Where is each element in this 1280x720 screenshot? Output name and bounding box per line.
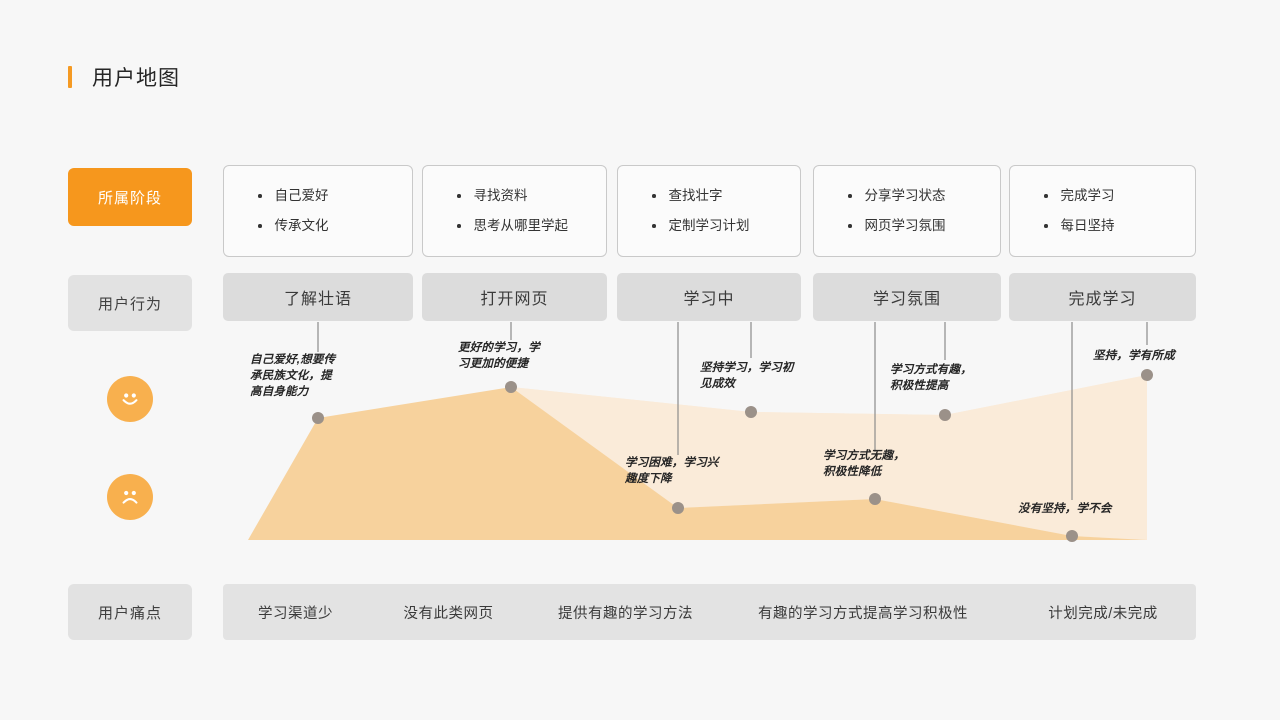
bullet-icon [457,194,461,198]
bullet-icon [848,194,852,198]
bullet-icon [1044,224,1048,228]
stage-item-label: 寻找资料 [473,188,528,203]
action-box-2[interactable]: 打开网页 [422,273,607,321]
stage-item: 定制学习计划 [652,211,800,241]
sad-face-icon [107,474,153,520]
stage-item-label: 传承文化 [274,218,329,233]
stage-item: 完成学习 [1044,181,1195,211]
stage-box-3[interactable]: 查找壮字 定制学习计划 [617,165,801,257]
stage-item-label: 定制学习计划 [668,218,750,233]
stage-box-5[interactable]: 完成学习 每日坚持 [1009,165,1196,257]
annotation-positive-5: 坚持，学有所成 [1093,350,1175,362]
stage-item: 自己爱好 [258,181,412,211]
action-box-4[interactable]: 学习氛围 [813,273,1001,321]
action-box-3[interactable]: 学习中 [617,273,801,321]
pain-point-bar: 学习渠道少 没有此类网页 提供有趣的学习方法 有趣的学习方式提高学习积极性 计划… [223,584,1196,640]
bullet-icon [1044,194,1048,198]
stage-box-4[interactable]: 分享学习状态 网页学习氛围 [813,165,1001,257]
bullet-icon [848,224,852,228]
pain-item-2[interactable]: 没有此类网页 [403,605,494,622]
action-box-5[interactable]: 完成学习 [1009,273,1196,321]
stage-item-label: 完成学习 [1060,188,1115,203]
action-box-1[interactable]: 了解壮语 [223,273,413,321]
pain-item-1[interactable]: 学习渠道少 [258,605,333,622]
smiley-face-icon [107,376,153,422]
pain-item-3[interactable]: 提供有趣的学习方法 [558,605,693,622]
stage-item: 查找壮字 [652,181,800,211]
annotation-positive-1: 自己爱好,想要传 承民族文化，提 高自身能力 [250,354,336,398]
stage-item: 网页学习氛围 [848,211,1000,241]
stage-item: 传承文化 [258,211,412,241]
page-title: 用户地图 [92,67,180,90]
stage-item-label: 每日坚持 [1060,218,1115,233]
annotation-negative-2: 学习方式无趣， 积极性降低 [823,450,905,478]
stage-item-label: 分享学习状态 [864,188,946,203]
stage-item: 分享学习状态 [848,181,1000,211]
bullet-icon [258,194,262,198]
stage-item: 思考从哪里学起 [457,211,606,241]
row-label-stage[interactable]: 所属阶段 [68,168,192,226]
pain-item-4[interactable]: 有趣的学习方式提高学习积极性 [758,605,968,622]
annotation-positive-2: 更好的学习，学 习更加的便捷 [458,342,540,370]
stage-item-label: 自己爱好 [274,188,329,203]
stage-item: 寻找资料 [457,181,606,211]
title-accent-bar [68,66,72,88]
stage-item-label: 查找壮字 [668,188,723,203]
annotation-negative-1: 学习困难，学习兴 趣度下降 [625,457,719,485]
annotation-positive-3: 坚持学习，学习初 见成效 [700,362,794,390]
bullet-icon [258,224,262,228]
annotation-positive-4: 学习方式有趣， 积极性提高 [890,364,972,392]
bullet-icon [457,224,461,228]
row-label-action[interactable]: 用户行为 [68,275,192,331]
annotation-negative-3: 没有坚持，学不会 [1018,503,1112,515]
row-label-pain[interactable]: 用户痛点 [68,584,192,640]
bullet-icon [652,194,656,198]
stage-box-2[interactable]: 寻找资料 思考从哪里学起 [422,165,607,257]
page-header: 用户地图 [68,62,180,92]
pain-item-5[interactable]: 计划完成/未完成 [1048,605,1158,622]
stage-item-label: 网页学习氛围 [864,218,946,233]
stage-item: 每日坚持 [1044,211,1195,241]
stage-box-1[interactable]: 自己爱好 传承文化 [223,165,413,257]
stage-item-label: 思考从哪里学起 [473,218,569,233]
bullet-icon [652,224,656,228]
